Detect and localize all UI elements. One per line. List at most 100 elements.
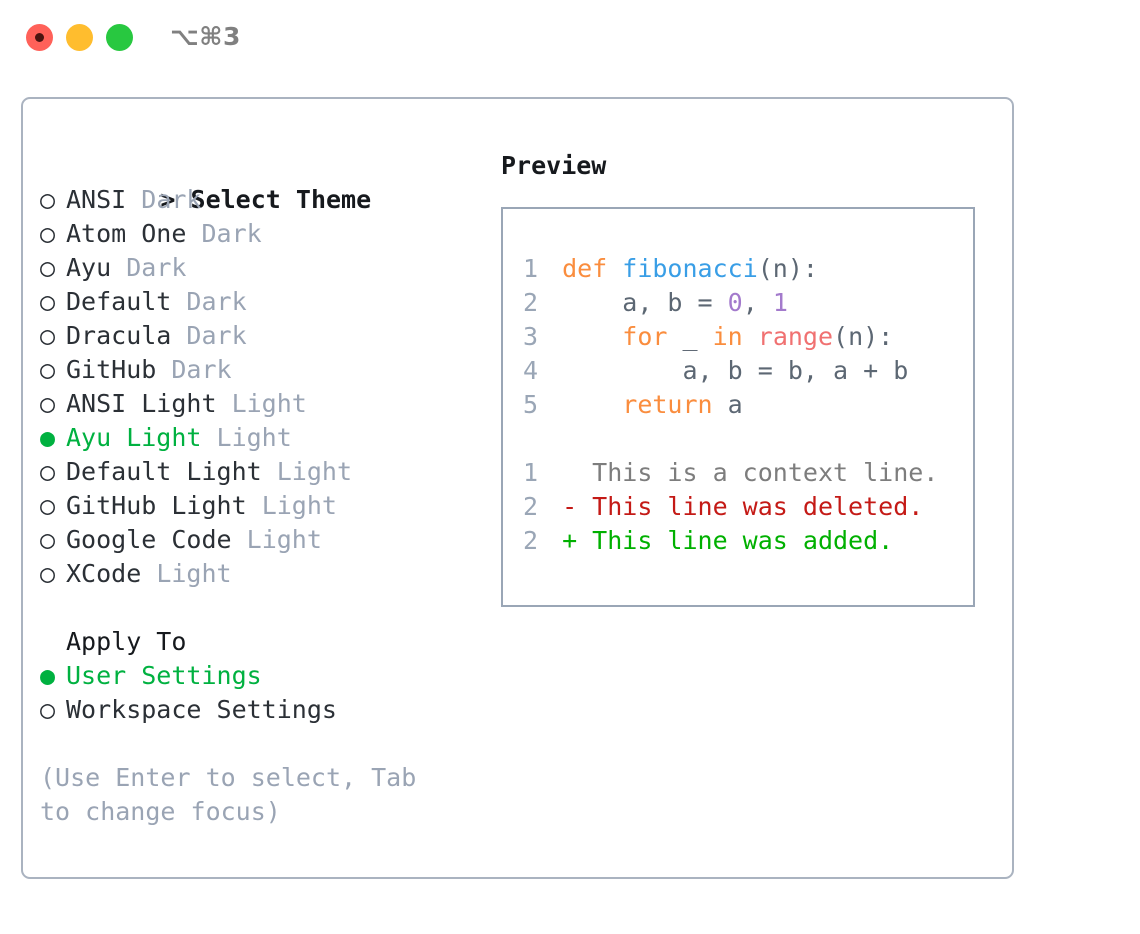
apply-to-option-list: ● User Settings ○ Workspace Settings [40, 659, 490, 727]
diff-line-number: 1 [523, 458, 539, 487]
close-window-button[interactable] [26, 24, 53, 51]
theme-option-variant-tag: Light [156, 559, 232, 588]
code-token-kw: for [622, 322, 668, 351]
theme-option-dracula[interactable]: ○Dracula Dark [40, 319, 490, 353]
preview-column: Preview 1 def fibonacci(n):2 a, b = 0, 1… [501, 149, 1001, 607]
theme-option-label: XCode [66, 559, 142, 588]
radio-unselected-icon: ○ [40, 355, 56, 384]
minimize-window-button[interactable] [66, 24, 93, 51]
code-token-num: 0 [727, 288, 743, 317]
radio-selected-icon: ● [40, 423, 56, 452]
code-token-num: 1 [772, 288, 788, 317]
theme-option-variant-tag: Dark [126, 253, 187, 282]
theme-option-variant-tag: Light [246, 525, 322, 554]
theme-option-atom-one[interactable]: ○ Atom One Dark [40, 217, 490, 251]
theme-option-label: Default [66, 287, 172, 316]
diff-line-number: 2 [523, 526, 539, 555]
radio-unselected-icon: ○ [40, 287, 56, 316]
theme-option-google-code[interactable]: ○Google Code Light [40, 523, 490, 557]
code-line-number: 5 [523, 390, 539, 419]
theme-option-label: GitHub [66, 355, 157, 384]
radio-selected-icon: ● [40, 661, 56, 690]
theme-option-variant-tag: Dark [201, 219, 262, 248]
theme-option-label: ANSI Light [66, 389, 217, 418]
theme-option-label: Ayu [66, 253, 112, 282]
radio-unselected-icon: ○ [40, 559, 56, 588]
code-token-kw: in [712, 322, 743, 351]
code-token-pl: a [712, 390, 743, 419]
apply-to-option-label: User Settings [66, 661, 262, 690]
code-line: 2 a, b = 0, 1 [523, 286, 973, 320]
prompt-marker: > [160, 185, 191, 214]
code-line-number: 2 [523, 288, 539, 317]
code-token-fn: fibonacci [622, 254, 758, 283]
theme-option-label: Atom One [66, 219, 187, 248]
radio-unselected-icon: ○ [40, 695, 56, 724]
theme-option-variant-tag: Light [231, 389, 307, 418]
apply-to-heading: Apply To [66, 627, 187, 656]
maximize-window-button[interactable] [106, 24, 133, 51]
title-bar: ⌥⌘3 [0, 0, 1140, 78]
theme-option-variant-tag: Dark [171, 355, 232, 384]
code-diff-spacer [523, 422, 973, 456]
section-spacer [40, 591, 490, 625]
code-line-number: 1 [523, 254, 539, 283]
code-line: 3 for _ in range(n): [523, 320, 973, 354]
code-token-bi: range [757, 322, 834, 351]
code-line: 4 a, b = b, a + b [523, 354, 973, 388]
code-line: 1 def fibonacci(n): [523, 252, 973, 286]
titlebar-shortcut-label: ⌥⌘3 [170, 22, 241, 51]
diff-line-del: 2 - This line was deleted. [523, 490, 973, 524]
theme-option-variant-tag: Light [261, 491, 337, 520]
code-token-pl: a, b = [562, 288, 728, 317]
radio-unselected-icon: ○ [40, 491, 56, 520]
theme-option-label: Dracula [66, 321, 172, 350]
code-token-pl: a, b = b, a + b [562, 356, 909, 385]
page-title-text: Select Theme [190, 185, 372, 214]
theme-option-github-light[interactable]: ○ GitHub Light Light [40, 489, 490, 523]
theme-option-label: Ayu Light [66, 423, 202, 452]
theme-selector-panel: > Select Theme ○ANSI Dark○Atom One Dark○… [21, 97, 1014, 879]
theme-option-xcode[interactable]: ○ XCode Light [40, 557, 490, 591]
code-line-number: 4 [523, 356, 539, 385]
theme-option-ayu-light[interactable]: ● Ayu Light Light [40, 421, 490, 455]
code-token-pl: _ [667, 322, 713, 351]
theme-option-github[interactable]: ○ GitHub Dark [40, 353, 490, 387]
theme-option-list: ○ANSI Dark○Atom One Dark○Ayu Dark○Defaul… [40, 183, 490, 591]
theme-option-label: GitHub Light [66, 491, 247, 520]
theme-option-variant-tag: Dark [141, 185, 202, 214]
theme-option-ayu[interactable]: ○Ayu Dark [40, 251, 490, 285]
theme-option-default-light[interactable]: ○Default Light Light [40, 455, 490, 489]
diff-line-ctx: 1 This is a context line. [523, 456, 973, 490]
theme-option-variant-tag: Light [216, 423, 292, 452]
diff-line-add: 2 + This line was added. [523, 524, 973, 558]
apply-to-option-user-settings[interactable]: ● User Settings [40, 659, 490, 693]
theme-option-default[interactable]: ○ Default Dark [40, 285, 490, 319]
diff-marker: - [562, 492, 593, 521]
code-line: 5 return a [523, 388, 973, 422]
theme-option-variant-tag: Dark [186, 287, 247, 316]
code-token-pl [562, 322, 622, 351]
radio-unselected-icon: ○ [40, 185, 56, 214]
diff-marker [562, 458, 592, 487]
code-token-kw: def [562, 254, 608, 283]
theme-option-variant-tag: Light [276, 457, 352, 486]
theme-option-ansi-light[interactable]: ○ANSI Light Light [40, 387, 490, 421]
page-title: > Select Theme [40, 149, 490, 214]
code-token-pl [607, 254, 622, 283]
apply-to-option-label: Workspace Settings [66, 695, 337, 724]
code-token-pl: (n): [833, 322, 894, 351]
code-token-pl: , [742, 288, 773, 317]
code-line-number: 3 [523, 322, 539, 351]
theme-option-ansi[interactable]: ○ANSI Dark [40, 183, 490, 217]
apply-to-option-workspace-settings[interactable]: ○ Workspace Settings [40, 693, 490, 727]
diff-text: This line was deleted. [592, 492, 924, 521]
code-token-pl [743, 322, 758, 351]
radio-unselected-icon: ○ [40, 219, 56, 248]
diff-marker: + [562, 526, 593, 555]
theme-list-column: > Select Theme ○ANSI Dark○Atom One Dark○… [40, 149, 490, 829]
code-token-kw: return [622, 390, 713, 419]
